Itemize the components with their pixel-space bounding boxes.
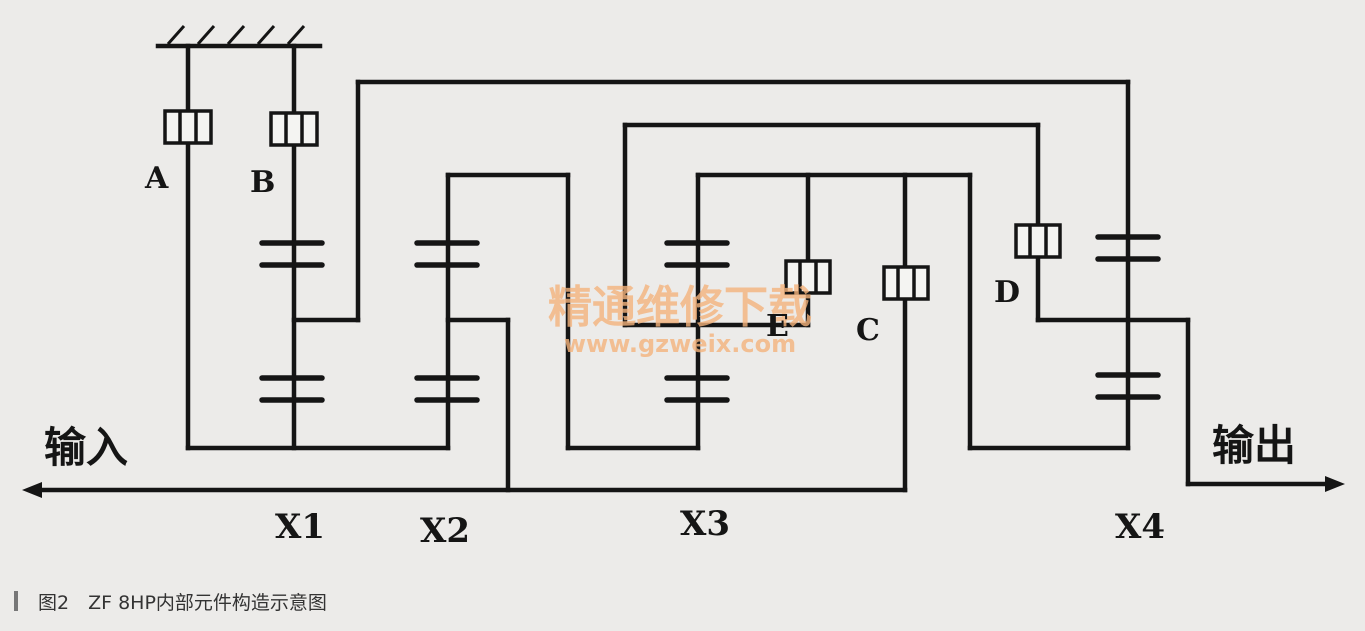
caption-text: 图2 ZF 8HP内部元件构造示意图	[38, 591, 327, 614]
output-label: 输出	[1212, 421, 1296, 470]
label-c: C	[856, 313, 880, 348]
brake-b-symbol	[269, 111, 319, 147]
input-label: 输入	[44, 423, 128, 472]
housing-ground	[155, 25, 323, 49]
main-shaft	[22, 476, 1345, 498]
watermark-url: www.gzweix.com	[564, 330, 796, 358]
linkage-lines	[185, 43, 1191, 493]
label-x2: X2	[420, 511, 470, 551]
figure-caption: 图2 ZF 8HP内部元件构造示意图	[14, 586, 327, 616]
clutch-d-symbol	[1014, 223, 1062, 259]
label-a: A	[144, 161, 169, 196]
brake-a-symbol	[163, 109, 213, 145]
gearset-x2-planets	[414, 240, 480, 403]
label-b: B	[250, 165, 275, 200]
gearset-x3-planets	[664, 240, 730, 403]
gearset-x1-planets	[259, 240, 325, 403]
label-d: D	[994, 275, 1020, 310]
label-x3: X3	[680, 504, 730, 544]
label-x4: X4	[1115, 507, 1165, 547]
caption-marker	[14, 591, 18, 611]
label-x1: X1	[275, 507, 325, 547]
gearset-x4-planets	[1095, 234, 1161, 400]
clutch-c-symbol	[882, 265, 930, 301]
label-e: E	[766, 309, 789, 344]
clutch-e-symbol	[784, 259, 832, 295]
watermark-title: 精通维修下载	[548, 282, 812, 333]
